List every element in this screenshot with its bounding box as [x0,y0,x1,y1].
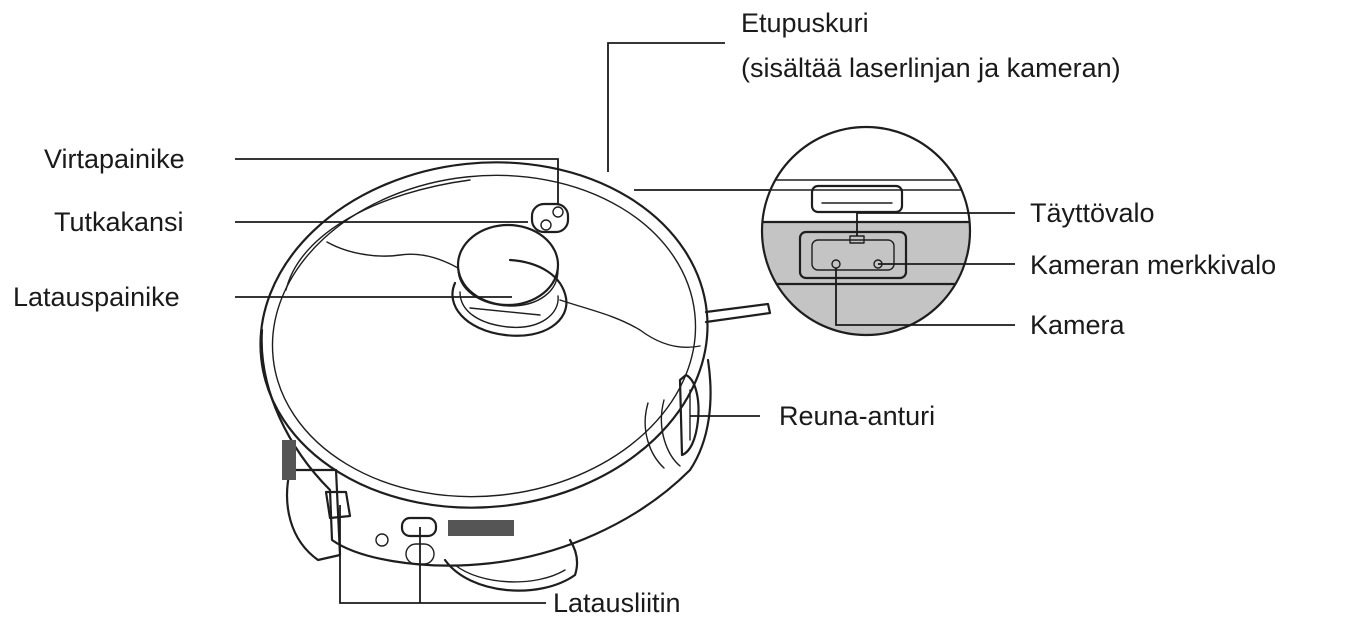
vent-grille [282,440,514,536]
label-power-button: Virtapainike [44,144,185,174]
side-brush [704,302,772,324]
label-front-bumper-line2: (sisältää laserlinjan ja kameran) [741,53,1121,83]
lds-turret-top [456,223,560,307]
label-camera: Kamera [1030,310,1126,340]
lid-seam-left [326,241,459,269]
label-charging-button: Latauspainike [13,282,180,312]
robot-vacuum-illustration [259,161,772,592]
bumper-top-recess [810,184,904,214]
home-button-icon [540,219,552,231]
label-camera-indicator-light: Kameran merkkivalo [1030,250,1276,280]
label-edge-sensor: Reuna-anturi [779,401,935,431]
top-button-panel [530,202,570,234]
camera-module [798,230,908,280]
label-charging-contacts: Latausliitin [553,588,681,618]
edge-sensor-window [678,373,700,457]
leader-charging-contacts [339,505,546,604]
label-fill-light: Täyttövalo [1030,198,1155,228]
top-cover-inner-rim [271,174,697,498]
inset-frame [760,125,972,337]
leader-lines [235,42,1015,604]
top-cover-rim [259,161,709,509]
label-front-bumper-line1: Etupuskuri [741,8,869,38]
lds-base [451,258,568,337]
charging-contact-left [324,490,352,520]
leader-camera [835,268,1015,326]
power-button-icon [552,206,564,218]
label-radar-cover: Tutkakansi [54,207,184,237]
leader-front-bumper [607,42,725,172]
right-wheel [443,538,579,592]
camera-zoom-inset [760,125,972,337]
charging-contact-right [400,516,438,538]
left-wheel [286,468,342,562]
labels: Etupuskuri (sisältää laserlinjan ja kame… [13,8,1276,618]
lid-seam-right [559,299,701,349]
leader-power-button [235,158,559,205]
leader-fill-light [856,212,1015,236]
